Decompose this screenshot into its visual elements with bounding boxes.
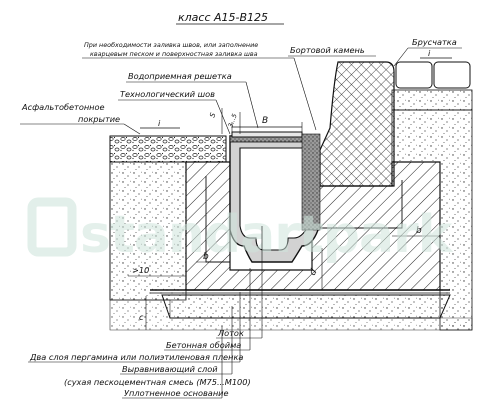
c-dimension: c <box>139 296 147 330</box>
svg-text:c: c <box>139 312 144 322</box>
asphalt-slope: i <box>140 118 180 129</box>
gt10-dimension: >10 <box>128 265 186 277</box>
layer-levelling-label: Выравнивающий слой <box>122 364 218 374</box>
watermark: standartpark <box>27 197 455 265</box>
svg-text:b: b <box>416 226 422 236</box>
paving-label: Брусчатка <box>412 37 457 47</box>
svg-text:b: b <box>203 252 209 262</box>
svg-text:>10: >10 <box>132 265 149 275</box>
layer-base-label: Уплотненное основание <box>124 388 229 398</box>
layer-leaders <box>221 226 263 398</box>
layer-levelling-mix-label: (сухая пескоцементная смесь (М75...М100) <box>64 377 251 387</box>
asphalt-label-line1: Асфальтобетонное <box>21 102 105 112</box>
width-b-dimension: B <box>231 116 303 134</box>
asphalt-leader <box>123 123 141 135</box>
layer-encasement-label: Бетонная обойма <box>166 340 241 350</box>
paving-leader <box>393 47 409 67</box>
paving-sand-bed <box>391 89 473 111</box>
layer-labels: Лоток Бетонная обойма Два слоя пергамина… <box>28 328 262 399</box>
levelling-layer <box>161 294 451 319</box>
tech-seam-fill <box>301 133 321 231</box>
svg-text:B: B <box>262 116 268 126</box>
b-left-dimension: b <box>196 252 230 263</box>
tech-seam-leader <box>215 99 231 135</box>
svg-text:3...5: 3...5 <box>226 113 238 129</box>
grate-label: Водоприемная решетка <box>128 71 232 81</box>
seam-note-line1: При необходимости заливка швов, или запо… <box>84 41 258 49</box>
svg-text:i: i <box>158 118 161 128</box>
grate-leader <box>245 81 259 129</box>
curb-stone <box>319 61 395 187</box>
layer-tray-label: Лоток <box>217 328 244 338</box>
seam-note-leader <box>293 57 317 131</box>
seam-note-line2: кварцевым песком и поверхностная заливка… <box>90 50 258 58</box>
channel-inner <box>239 147 309 251</box>
encasement-step-right <box>312 180 403 229</box>
asphalt-label-line2: покрытие <box>78 114 120 124</box>
tech-seam-label: Технологический шов <box>120 89 215 99</box>
diagram-title: класс А15-В125 <box>178 11 268 24</box>
grate <box>231 131 303 138</box>
paving-blocks <box>395 61 471 89</box>
b-right-dimension: b <box>392 226 440 237</box>
d-dimension: d <box>308 248 323 290</box>
paving-slope: i <box>420 48 452 59</box>
compacted-base <box>109 299 473 331</box>
s-dimension: S 3...5 <box>208 108 241 134</box>
curb-label: Бортовой камень <box>290 45 365 55</box>
svg-text:d: d <box>308 267 320 277</box>
svg-text:i: i <box>428 48 431 58</box>
asphalt-layer <box>109 135 227 163</box>
svg-text:S: S <box>208 111 217 118</box>
layer-film-label: Два слоя пергамина или полиэтиленовая пл… <box>29 352 243 362</box>
watermark-text: standartpark <box>80 205 454 265</box>
